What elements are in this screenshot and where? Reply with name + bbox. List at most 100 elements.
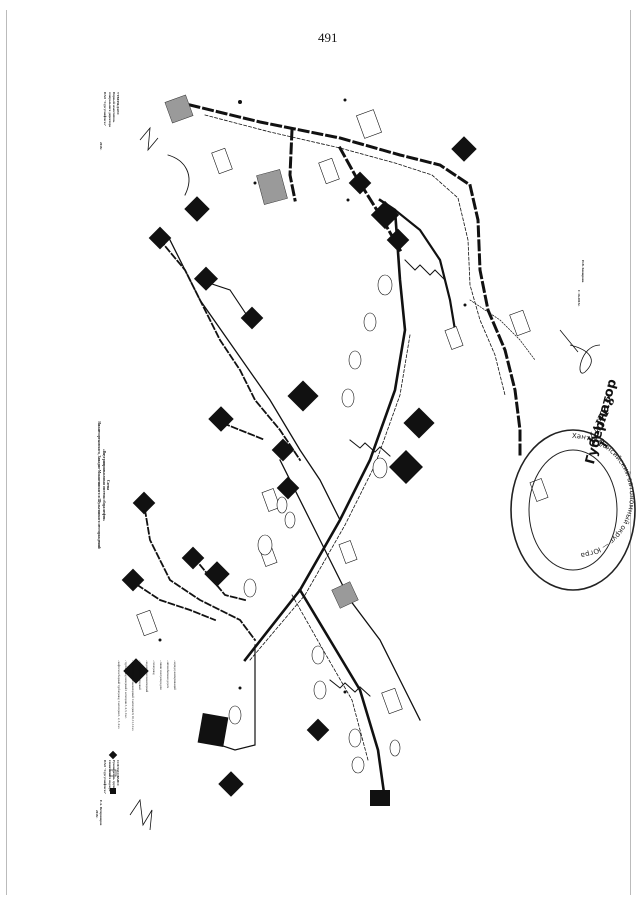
well-pad-marker — [403, 407, 435, 439]
well-cluster-oval — [389, 739, 401, 757]
well-pad-marker — [193, 266, 219, 291]
oil-branch-line — [169, 239, 341, 521]
legend-symbol — [109, 769, 117, 777]
well-pad-marker — [389, 450, 423, 484]
facility-plate — [331, 581, 359, 609]
page-number: 491 — [318, 30, 338, 45]
stamp-inner-ring — [528, 449, 618, 571]
gas-pipeline — [291, 594, 369, 761]
well-pad-block — [197, 712, 229, 748]
gas-pipeline — [204, 114, 506, 396]
well-pad-marker — [306, 718, 330, 742]
pressure-branch-line — [128, 578, 217, 622]
legend-item: - коридор коммуникаций — [173, 660, 176, 690]
left-scan-border — [6, 10, 7, 895]
valve-dot — [343, 690, 347, 694]
well-cluster-oval — [363, 312, 377, 332]
well-cluster-oval — [313, 680, 327, 700]
stepped-pipe — [349, 439, 391, 457]
legend-item: - трубопровод высоконапорный 1 категории… — [131, 660, 134, 732]
well-cluster-oval — [348, 350, 362, 370]
facility-label-box — [211, 147, 233, 175]
road-curve — [167, 154, 190, 196]
legend: - нефтегазосборный трубопровод 1 категор… — [100, 660, 220, 810]
well-cluster-oval — [284, 511, 296, 529]
pressure-branch-line — [158, 238, 302, 462]
legend-symbols — [108, 750, 118, 794]
well-pad-marker — [271, 438, 295, 462]
facility-label-box — [136, 609, 158, 637]
facility-plate — [164, 94, 194, 124]
well-pad-marker — [132, 491, 156, 515]
well-pad-marker — [451, 136, 477, 162]
legend-item: - водовод высоконапорный — [145, 660, 148, 693]
legend-item: - автомобильная дорога — [166, 660, 169, 689]
well-pad-marker — [348, 171, 372, 195]
high-pressure-water-line — [188, 103, 522, 457]
facility-label-box — [261, 488, 281, 512]
stamp-outer-ring — [510, 429, 636, 591]
well-pad-marker — [148, 226, 172, 250]
well-cluster-oval — [348, 728, 362, 748]
well-pad-marker — [276, 476, 300, 500]
well-cluster-oval — [276, 496, 288, 514]
well-cluster-oval — [351, 756, 365, 774]
well-pad-marker — [208, 406, 234, 432]
high-pressure-water-line — [337, 145, 403, 253]
official-stamp: Ханты-Мансийский автономный округ — Югра… — [505, 377, 640, 595]
trunk-pipeline — [393, 208, 457, 332]
well-cluster-oval — [311, 645, 325, 665]
power-line — [469, 299, 536, 361]
well-pad-marker — [287, 380, 319, 412]
facility-plate — [256, 169, 288, 205]
well-cluster-oval — [341, 388, 355, 408]
high-pressure-water-line — [288, 128, 297, 202]
stepped-pipe — [404, 259, 446, 281]
valve-dot — [238, 686, 242, 690]
legend-item: - газопровод — [152, 660, 155, 675]
well-pad-marker — [204, 561, 230, 587]
valve-dot — [253, 181, 257, 185]
facility-label-box — [318, 157, 340, 185]
valve-dot — [158, 638, 162, 642]
well-pad-marker — [184, 196, 210, 222]
trunk-pipeline — [298, 588, 387, 802]
facility-label-box — [444, 326, 464, 350]
valve-dot — [238, 100, 242, 104]
well-pad-block — [370, 790, 390, 806]
gas-pipeline — [249, 334, 411, 661]
stamp-graphic: Ханты-Мансийский автономный округ — Югра — [510, 429, 636, 591]
facility-label-box — [338, 540, 358, 564]
well-cluster-oval — [228, 705, 242, 725]
right-scan-border — [630, 10, 631, 895]
legend-symbol — [110, 788, 116, 794]
well-cluster-oval — [243, 578, 257, 598]
valve-dot — [346, 198, 350, 202]
well-pad-marker — [240, 306, 264, 330]
facility-label-box — [381, 687, 403, 715]
pressure-branch-line — [143, 508, 257, 642]
legend-item: - линии электропередачи — [159, 660, 162, 690]
valve-dot — [463, 303, 467, 307]
facility-label-box — [356, 109, 382, 139]
well-cluster-oval — [257, 534, 273, 556]
legend-item: - нефтегазосборный трубопровод 1 категор… — [117, 660, 120, 730]
stepped-pipe — [329, 679, 371, 697]
legend-item: - нефтепровод напорный — [138, 660, 141, 690]
legend-item: - трубопровод напорный 1 категории 3, 4,… — [124, 660, 127, 719]
well-pad-marker — [123, 658, 149, 684]
valve-dot — [343, 98, 347, 102]
facility-label-box — [529, 478, 549, 502]
legend-symbol — [108, 750, 118, 760]
well-cluster-oval — [377, 274, 393, 296]
well-pad-marker — [218, 771, 244, 797]
approval-signature — [139, 126, 159, 152]
facility-label-box — [509, 309, 531, 337]
well-cluster-oval — [372, 457, 388, 479]
governor-signature — [559, 329, 601, 374]
trunk-pipeline — [243, 198, 407, 662]
agreed-signature — [129, 798, 153, 831]
connector-line — [219, 644, 256, 751]
